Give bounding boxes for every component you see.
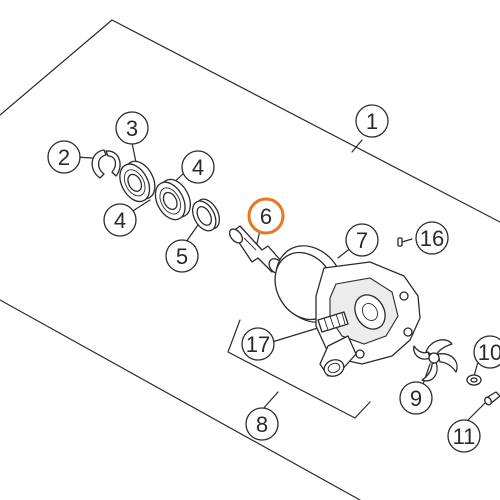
svg-text:4: 4 (114, 208, 126, 233)
callout-17[interactable]: 17 (241, 327, 275, 361)
callout-6-highlighted[interactable]: 6 (247, 197, 285, 235)
washer (466, 374, 482, 386)
shaft-seal (191, 198, 221, 232)
svg-text:2: 2 (58, 145, 70, 170)
bracket-8 (227, 319, 371, 419)
callout-4-upper[interactable]: 4 (181, 150, 215, 184)
bearing-inner (154, 178, 192, 221)
svg-text:17: 17 (246, 332, 270, 357)
svg-text:11: 11 (453, 424, 476, 449)
callout-1[interactable]: 1 (355, 104, 389, 138)
pump-housing (315, 261, 421, 377)
callout-8[interactable]: 8 (245, 407, 279, 441)
callout-4-lower[interactable]: 4 (103, 203, 137, 237)
svg-text:3: 3 (126, 116, 138, 141)
callout-7[interactable]: 7 (345, 223, 379, 257)
svg-text:8: 8 (256, 412, 268, 437)
callout-10[interactable]: 10 (473, 335, 500, 369)
svg-text:1: 1 (366, 109, 378, 134)
callout-3[interactable]: 3 (115, 111, 149, 145)
circlip (91, 149, 121, 179)
callout-5[interactable]: 5 (165, 239, 199, 273)
svg-text:5: 5 (176, 244, 188, 269)
screw (484, 391, 500, 406)
assembly-boundary (0, 19, 500, 500)
callout-9[interactable]: 9 (399, 381, 433, 415)
svg-text:16: 16 (420, 226, 444, 251)
impeller (413, 339, 458, 382)
svg-text:7: 7 (356, 228, 368, 253)
svg-text:6: 6 (260, 204, 272, 229)
callout-16[interactable]: 16 (415, 221, 449, 255)
callout-11[interactable]: 11 (447, 419, 481, 453)
bearing-outer (119, 160, 156, 203)
svg-text:9: 9 (410, 386, 422, 411)
svg-text:4: 4 (192, 155, 204, 180)
callout-2[interactable]: 2 (47, 140, 81, 174)
dowel-pin (397, 237, 403, 247)
svg-text:10: 10 (478, 340, 500, 365)
